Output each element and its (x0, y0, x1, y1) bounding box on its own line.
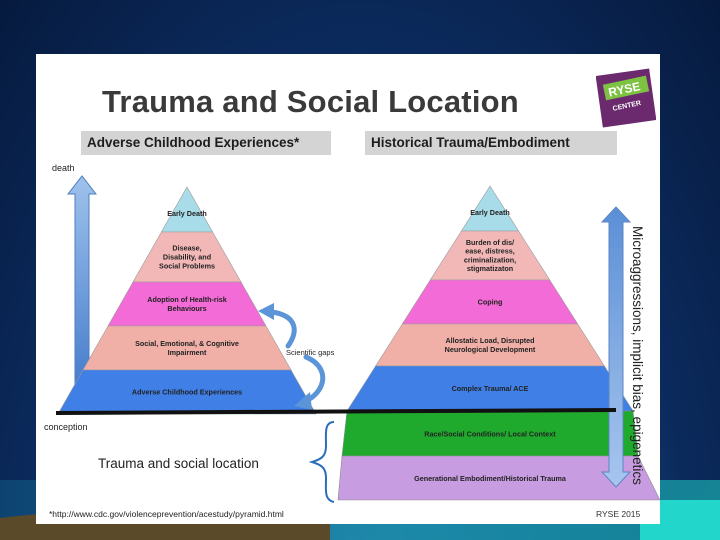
right-pyramid-level-2-text: ease, distress, (465, 247, 515, 256)
right-lower-band-2-text: Generational Embodiment/Historical Traum… (414, 474, 567, 483)
left-pyramid-level-4-text: Social, Emotional, & Cognitive (135, 339, 239, 348)
scientific-gap-arrow-lower-head (294, 392, 312, 410)
left-pyramid-level-3-text: Behaviours (167, 304, 206, 313)
conception-divider-line (55, 408, 617, 415)
scientific-gaps-label: Scientific gaps (286, 348, 335, 357)
right-pyramid-level-2-text: stigmatizaton (467, 264, 513, 273)
conception-label: conception (44, 422, 88, 432)
scientific-gap-arrow-lower (303, 354, 326, 403)
death-label: death (52, 163, 75, 173)
microaggressions-arrow (600, 206, 632, 488)
credit-text: RYSE 2015 (596, 509, 641, 519)
right-pyramid-level-2-text: criminalization, (464, 255, 516, 264)
brace-label: Trauma and social location (98, 456, 259, 471)
right-pyramid-level-4-text: Neurological Development (445, 345, 536, 354)
scientific-gap-arrow-upper-head (258, 303, 274, 320)
right-pyramid-level-3-text: Coping (478, 298, 503, 307)
ryse-logo: RYSE CENTER (596, 68, 656, 128)
right-pyramid-level-1-text: Early Death (470, 208, 510, 217)
left-pyramid-level-5-text: Adverse Childhood Experiences (132, 388, 242, 397)
logo-text-top: RYSE (607, 79, 641, 99)
slide-title: Trauma and Social Location (102, 84, 519, 119)
left-pyramid-level-2-text: Social Problems (159, 261, 215, 270)
right-pyramid-level-4-text: Allostatic Load, Disrupted (445, 336, 534, 345)
trauma-diagram: death conception Early DeathDisease,Disa… (44, 163, 660, 503)
microaggressions-label: Microaggressions, implicit bias, epigene… (630, 226, 645, 485)
left-pyramid-level-5 (57, 369, 317, 415)
right-pyramid-level-2-text: Burden of dis/ (466, 238, 514, 247)
header-historical-trauma: Historical Trauma/Embodiment (365, 131, 617, 155)
footnote-link: *http://www.cdc.gov/violenceprevention/a… (49, 509, 284, 519)
left-pyramid-level-2-text: Disability, and (163, 253, 211, 262)
social-location-brace (308, 421, 335, 503)
right-lower-bands: Race/Social Conditions/ Local ContextGen… (337, 410, 660, 501)
header-ace: Adverse Childhood Experiences* (81, 131, 331, 155)
right-lower-band-1-text: Race/Social Conditions/ Local Context (424, 430, 556, 439)
left-pyramid-level-1-text: Early Death (167, 209, 207, 218)
left-pyramid-level-3-text: Adoption of Health-risk (147, 295, 226, 304)
slide-canvas: Trauma and Social Location RYSE CENTER A… (36, 54, 660, 524)
left-pyramid-level-4-text: Impairment (168, 348, 207, 357)
right-pyramid-level-5-text: Complex Trauma/ ACE (452, 384, 529, 393)
right-lower-band-2 (337, 455, 660, 501)
left-pyramid-level-2-text: Disease, (172, 244, 201, 253)
scientific-gap-arrow-upper (269, 309, 297, 349)
